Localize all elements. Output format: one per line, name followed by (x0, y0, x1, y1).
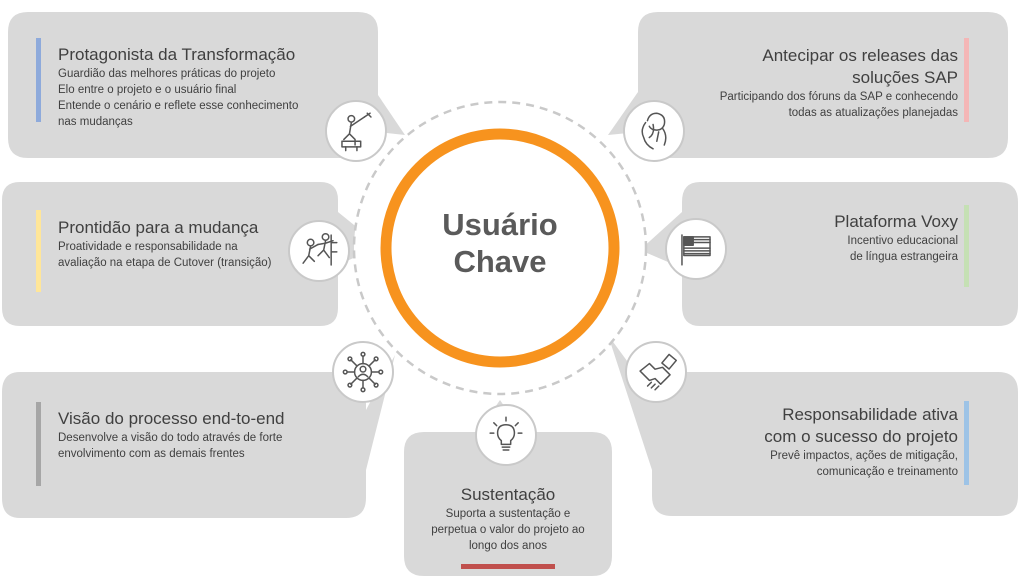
card-accent-bar-voxy (964, 205, 969, 287)
card-title: Visão do processo end-to-end (58, 409, 285, 428)
card-accent-bar-visao (36, 402, 41, 486)
card-desc-line: de língua estrangeira (849, 251, 958, 263)
people-climbing-icon (288, 220, 350, 282)
card-bg-protagonista (8, 12, 405, 158)
flag-icon (665, 218, 727, 280)
card-title-line: Responsabilidade ativa (782, 405, 958, 424)
card-title-line: com o sucesso do projeto (764, 427, 958, 446)
card-bg-antecipar (608, 12, 1008, 158)
lightbulb-icon (475, 404, 537, 466)
card-desc-line: longo dos anos (468, 540, 547, 552)
card-accent-bar-antecipar (964, 38, 969, 122)
card-desc-line: Desenvolve a visão do todo através de fo… (58, 432, 283, 444)
card-accent-bar-protagonista (36, 38, 41, 122)
card-bg-voxy (640, 182, 1018, 326)
card-sustentacao: Sustentação Suporta a sustentação e perp… (404, 484, 612, 554)
card-desc-line: Participando dos fóruns da SAP e conhece… (719, 91, 958, 103)
card-bg-responsabilidade (608, 335, 1018, 516)
handshake-icon (625, 341, 687, 403)
card-desc-line: avaliação na etapa de Cutover (transição… (58, 257, 272, 269)
hub-title-line1: Usuário (442, 207, 558, 242)
card-desc-line: Proatividade e responsabilidade na (58, 241, 238, 253)
card-bg-visao (2, 355, 395, 518)
card-bg-prontidao (2, 182, 380, 326)
card-voxy: Plataforma Voxy Incentivo educacional de… (740, 211, 958, 265)
hub-title-line2: Chave (453, 244, 547, 279)
card-title: Plataforma Voxy (834, 212, 958, 231)
card-prontidao: Prontidão para a mudança Proatividade e … (58, 217, 318, 271)
worker-reaching-icon (325, 100, 387, 162)
card-visao: Visão do processo end-to-end Desenvolve … (58, 408, 358, 462)
card-desc-line: todas as atualizações planejadas (788, 107, 958, 119)
card-title: Sustentação (460, 485, 556, 504)
card-desc-line: envolvimento com as demais frentes (58, 448, 245, 460)
card-title: Protagonista da Transformação (58, 45, 296, 64)
person-thinking-icon (623, 100, 685, 162)
card-desc-line: Entende o cenário e reflete esse conheci… (58, 100, 299, 112)
card-bg-sustentacao (404, 400, 612, 576)
card-accent-bar-sustentacao (461, 564, 555, 569)
card-desc-line: perpetua o valor do projeto ao (431, 524, 585, 536)
card-desc-line: Elo entre o projeto e o usuário final (58, 84, 237, 96)
card-accent-bar-responsabilidade (964, 401, 969, 485)
card-title-line: soluções SAP (852, 68, 958, 87)
card-desc-line: Prevê impactos, ações de mitigação, (770, 450, 958, 462)
card-title: Prontidão para a mudança (58, 218, 259, 237)
card-antecipar: Antecipar os releases das soluções SAP P… (690, 45, 958, 121)
card-title-line: Antecipar os releases das (762, 46, 958, 65)
card-desc-line: Incentivo educacional (847, 235, 958, 247)
card-responsabilidade: Responsabilidade ativa com o sucesso do … (690, 404, 958, 480)
network-people-icon (332, 341, 394, 403)
hub-title: Usuário Chave (410, 206, 590, 280)
card-desc-line: Suporta a sustentação e (445, 508, 571, 520)
card-desc-line: Guardião das melhores práticas do projet… (58, 68, 276, 80)
card-protagonista: Protagonista da Transformação Guardião d… (58, 44, 358, 130)
card-desc-line: comunicação e treinamento (816, 466, 958, 478)
hub-orange-ring (380, 128, 620, 368)
card-desc-line: nas mudanças (58, 116, 133, 128)
card-accent-bar-prontidao (36, 210, 41, 292)
